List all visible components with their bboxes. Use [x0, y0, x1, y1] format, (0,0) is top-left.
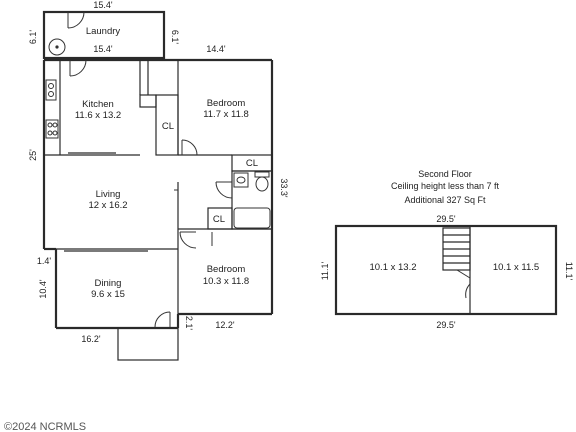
second-floor-room-right: 10.1 x 11.5 — [493, 262, 539, 273]
second-floor-dim-bottom: 29.5' — [436, 320, 456, 330]
dimension-labels: 15.4' 15.4' 6.1' 6.1' 14.4' 25' 33.3' 1.… — [28, 0, 289, 344]
interior-walls — [44, 60, 273, 314]
dim-left-main: 25' — [28, 149, 38, 161]
bedroom2-label: Bedroom — [207, 264, 246, 275]
second-floor-title: Second Floor — [418, 169, 472, 179]
porch — [117, 327, 179, 361]
dim-step-small: 2.1' — [184, 316, 194, 331]
bedroom1-size: 11.7 x 11.8 — [203, 109, 249, 120]
second-floor-note-sqft: Additional 327 Sq Ft — [404, 195, 486, 205]
laundry-dim-top: 15.4' — [93, 0, 113, 10]
dining-size: 9.6 x 15 — [91, 289, 125, 300]
bathroom-fixtures — [233, 171, 271, 229]
stairs-icon — [442, 227, 471, 279]
kitchen-size: 11.6 x 13.2 — [75, 110, 121, 121]
second-floor-dim-top: 29.5' — [436, 214, 456, 224]
laundry-label: Laundry — [86, 26, 121, 37]
living-label: Living — [96, 189, 121, 200]
kitchen-label: Kitchen — [82, 99, 114, 110]
dim-dining-left: 10.4' — [38, 279, 48, 299]
dim-left-small: 1.4' — [37, 256, 52, 266]
bathtub-icon — [233, 207, 271, 229]
kitchen-appliances — [45, 60, 61, 155]
dim-bottom-dining: 16.2' — [81, 334, 101, 344]
second-floor: Second Floor Ceiling height less than 7 … — [320, 169, 574, 330]
laundry-dim-right: 6.1' — [170, 30, 180, 45]
dim-right-main: 33.3' — [279, 178, 289, 198]
dining-label: Dining — [95, 278, 122, 289]
dim-top-right: 14.4' — [206, 44, 226, 54]
closet3-label: CL — [213, 214, 225, 225]
bedroom1-label: Bedroom — [207, 98, 246, 109]
copyright-watermark: ©2024 NCRMLS — [4, 421, 86, 432]
second-floor-dim-left: 11.1' — [320, 261, 330, 280]
laundry-dim-left: 6.1' — [28, 30, 38, 45]
room-labels: Laundry Kitchen 11.6 x 13.2 Bedroom 11.7… — [75, 26, 258, 300]
closet1-label: CL — [162, 121, 174, 132]
second-floor-outline — [334, 224, 558, 316]
laundry-dim-inner: 15.4' — [93, 44, 113, 54]
second-floor-dim-right: 11.1' — [564, 262, 574, 281]
toilet-icon — [255, 176, 269, 192]
bedroom2-size: 10.3 x 11.8 — [203, 276, 249, 287]
stove-icon — [45, 119, 59, 139]
living-size: 12 x 16.2 — [88, 200, 127, 211]
closet2-label: CL — [246, 158, 258, 169]
second-floor-room-left: 10.1 x 13.2 — [369, 262, 416, 273]
dim-bottom-bedroom: 12.2' — [215, 320, 235, 330]
laundry-room — [42, 10, 166, 60]
sink-icon — [45, 79, 57, 101]
first-floor: Laundry Kitchen 11.6 x 13.2 Bedroom 11.7… — [28, 0, 289, 361]
second-floor-note-ceiling: Ceiling height less than 7 ft — [391, 181, 500, 191]
doors — [69, 59, 233, 328]
